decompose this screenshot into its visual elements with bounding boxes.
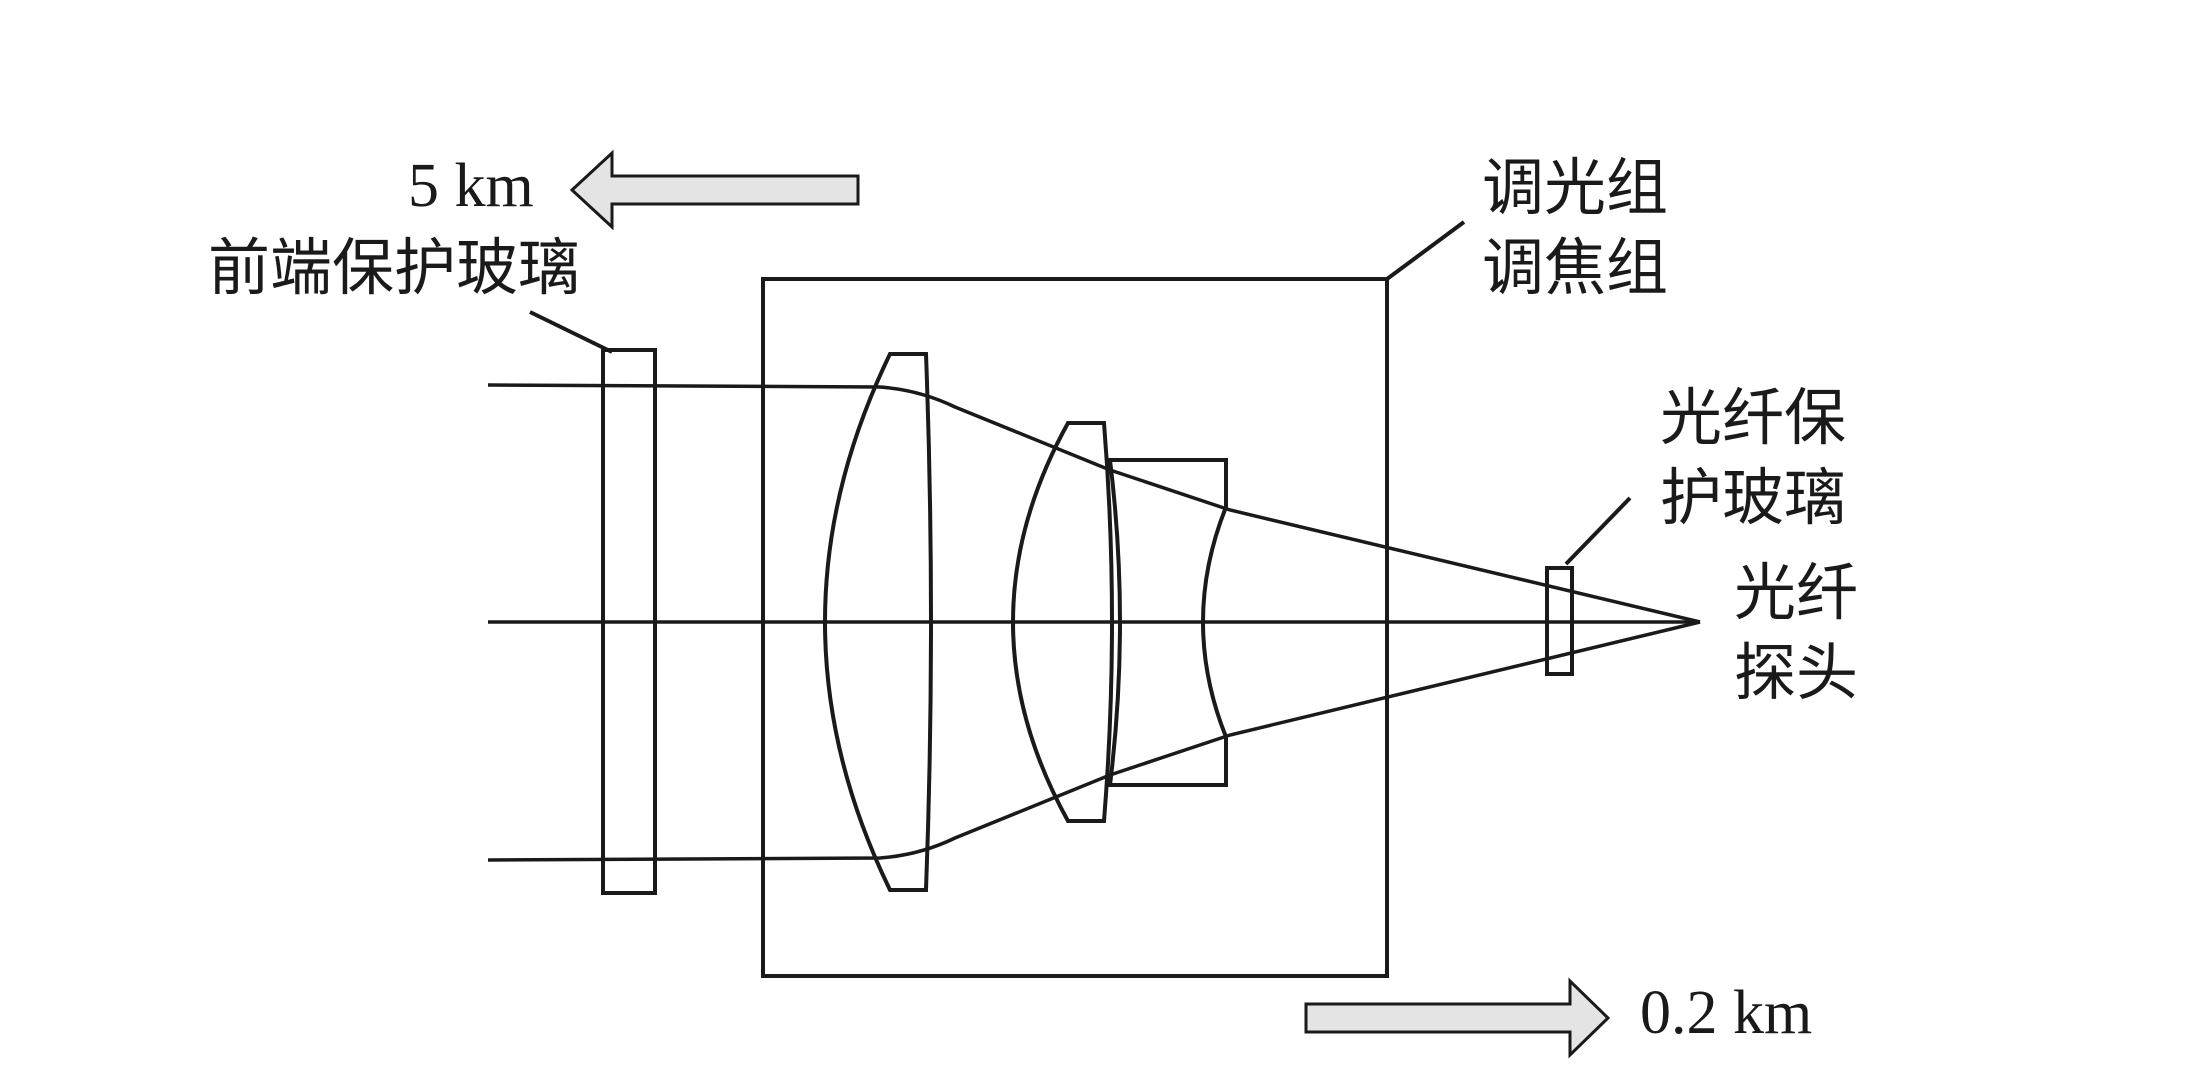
- near-distance-label: 0.2 km: [1640, 979, 1813, 1047]
- lens-group-label-line2: 调焦组: [1482, 231, 1669, 304]
- lens-group-housing: [761, 277, 1389, 978]
- fiber-probe-label-line1: 光纤: [1734, 556, 1859, 629]
- upper-ray: [487, 383, 1701, 624]
- fiber-glass-leader: [1564, 496, 1632, 566]
- lens-group-leader: [1385, 220, 1466, 281]
- lower-ray: [487, 620, 1701, 862]
- far-distance-label: 5 km: [408, 152, 534, 220]
- front-protective-glass: [601, 348, 657, 895]
- front-glass-label: 前端保护玻璃: [208, 231, 581, 304]
- lens-group-label-line1: 调光组: [1482, 151, 1669, 224]
- fiber-glass-label-line2: 护玻璃: [1660, 461, 1847, 534]
- fiber-probe-label-line2: 探头: [1734, 636, 1859, 709]
- fiber-glass-label-line1: 光纤保: [1660, 381, 1847, 454]
- near-direction-arrow: [1304, 977, 1611, 1059]
- lens-1: [823, 352, 933, 892]
- lens-2: [1011, 421, 1114, 823]
- lens-3: [1107, 458, 1228, 787]
- far-direction-arrow: [569, 149, 860, 231]
- front-glass-leader: [529, 310, 613, 354]
- fiber-protective-glass: [1545, 566, 1574, 676]
